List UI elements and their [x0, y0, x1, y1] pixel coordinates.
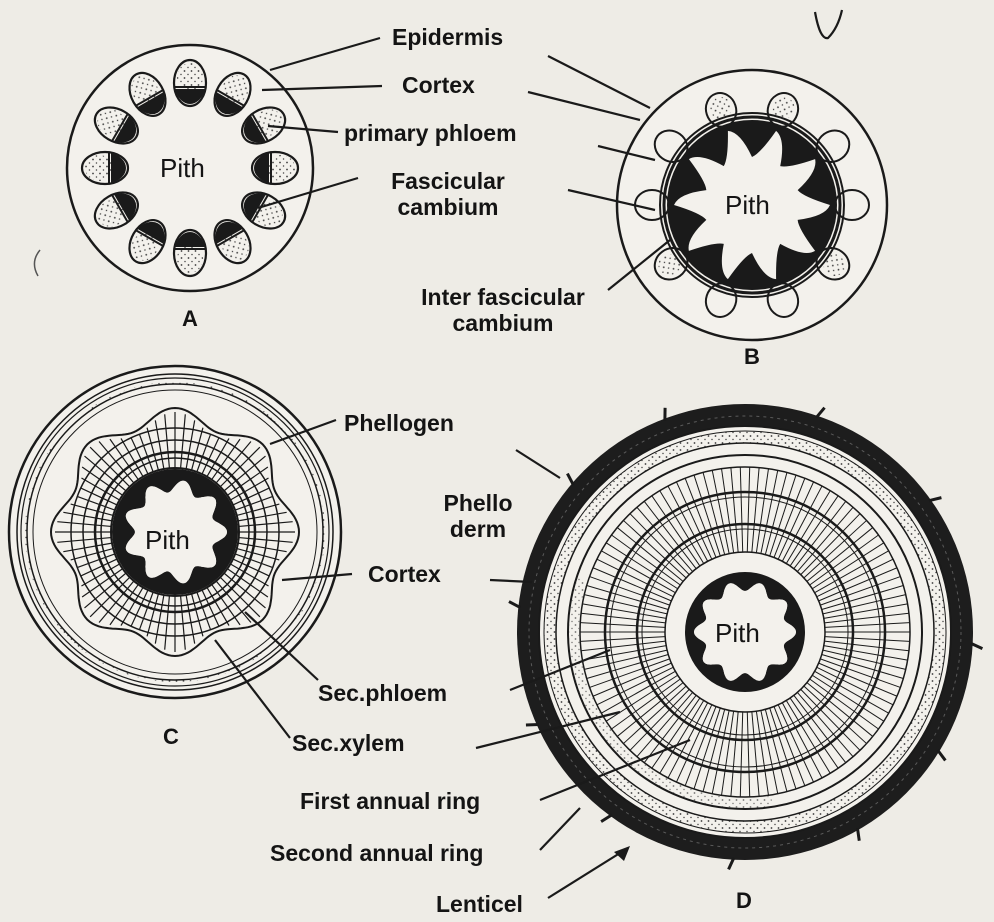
- label-inter-fascicular-cambium: Inter fascicular cambium: [388, 284, 618, 336]
- label-phelloderm-line1: Phello: [428, 490, 528, 516]
- vascular-bundle: [252, 152, 298, 184]
- diagram-a-letter: A: [182, 306, 198, 332]
- pen-tick-mark: [815, 10, 842, 38]
- diagram-d-pith-label: Pith: [715, 620, 760, 646]
- label-sec-xylem: Sec.xylem: [292, 730, 405, 756]
- vascular-bundle: [174, 60, 206, 106]
- diagram-c-letter: C: [163, 724, 179, 750]
- label-epidermis: Epidermis: [392, 24, 503, 50]
- diagram-c-pith-label: Pith: [145, 527, 190, 553]
- vascular-bundle: [174, 230, 206, 276]
- label-cortex-a: Cortex: [402, 72, 475, 98]
- label-primary-phloem: primary phloem: [344, 120, 517, 146]
- label-inter-fascicular-line1: Inter fascicular: [388, 284, 618, 310]
- diagram-b-letter: B: [744, 344, 760, 370]
- label-cortex-c: Cortex: [368, 561, 441, 587]
- label-second-annual-ring: Second annual ring: [270, 840, 483, 866]
- label-first-annual-ring: First annual ring: [300, 788, 480, 814]
- label-lenticel: Lenticel: [436, 891, 523, 917]
- label-inter-fascicular-line2: cambium: [388, 310, 618, 336]
- diagram-d-letter: D: [736, 888, 752, 914]
- label-fascicular-line2: cambium: [368, 194, 528, 220]
- label-sec-phloem: Sec.phloem: [318, 680, 447, 706]
- vascular-bundle: [82, 152, 128, 184]
- pen-mark: [34, 250, 40, 276]
- diagram-a-pith-label: Pith: [160, 155, 205, 181]
- diagram-b-pith-label: Pith: [725, 192, 770, 218]
- label-fascicular-cambium: Fascicular cambium: [368, 168, 528, 220]
- label-fascicular-line1: Fascicular: [368, 168, 528, 194]
- label-phellogen: Phellogen: [344, 410, 454, 436]
- label-phelloderm-line2: derm: [428, 516, 528, 542]
- label-phelloderm: Phello derm: [428, 490, 528, 542]
